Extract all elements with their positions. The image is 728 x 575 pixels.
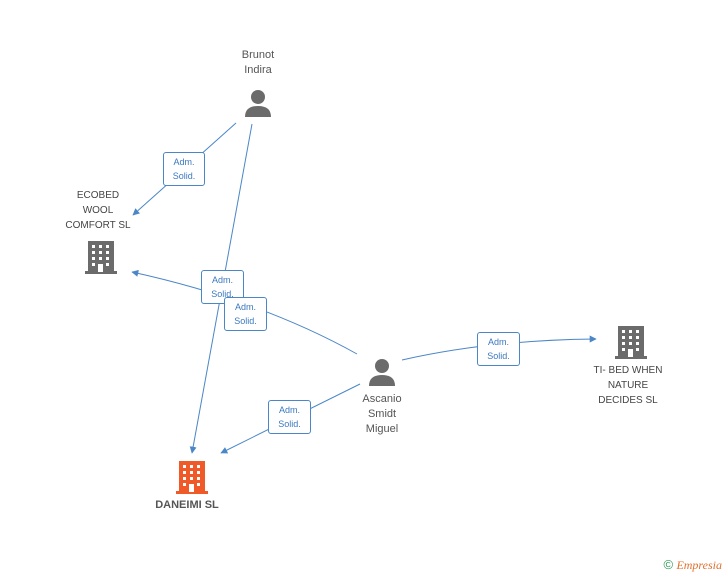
company-name-line: ECOBED [76,190,120,201]
edge-role: Solid. [172,171,196,181]
company-name-line: DANEIMI SL [155,499,219,511]
company-name-line: TI- BED WHEN [593,365,663,376]
person-label-brunot[interactable]: Brunot Indira [218,48,298,78]
company-name-line: NATURE [607,380,649,391]
edge-label-ascanio-ecobed[interactable]: Adm. Solid. [224,297,267,331]
edge-role: Solid. [487,351,510,361]
person-name-line: Smidt [367,408,397,420]
brand-logo: Empresia [676,558,722,572]
edge-role: Adm. [278,405,300,415]
person-icon-ascanio[interactable] [369,359,395,386]
person-label-ascanio[interactable]: Ascanio Smidt Miguel [342,392,422,437]
edge-role: Adm. [211,275,233,285]
company-label-daneimi[interactable]: DANEIMI SL [137,498,237,513]
edge-role: Adm. [173,157,195,167]
person-name-line: Indira [244,64,272,76]
edge-label-brunot-ecobed[interactable]: Adm. Solid. [163,152,205,186]
edge-role: Solid. [278,419,301,429]
person-name-line: Ascanio [362,393,402,405]
edge-role: Adm. [487,337,509,347]
person-name-line: Miguel [365,423,399,435]
company-name-line: COMFORT SL [65,220,131,231]
edge-role: Adm. [234,302,256,312]
brand-watermark: © Empresia [664,557,723,573]
person-icon-brunot[interactable] [245,90,271,117]
company-name-line: WOOL [82,205,114,216]
building-icon-daneimi[interactable] [176,461,208,494]
person-name-line: Brunot [241,49,275,61]
company-label-ecobed[interactable]: ECOBED WOOL COMFORT SL [53,188,143,233]
edge-label-ascanio-tibed[interactable]: Adm. Solid. [477,332,520,366]
edge-role: Solid. [234,316,257,326]
building-icon-ecobed[interactable] [85,241,117,274]
edge-label-ascanio-daneimi[interactable]: Adm. Solid. [268,400,311,434]
company-label-tibed[interactable]: TI- BED WHEN NATURE DECIDES SL [578,363,678,408]
copyright-icon: © [663,557,674,572]
building-icon-tibed[interactable] [615,326,647,359]
company-name-line: DECIDES SL [598,395,658,406]
edge-role: Solid. [211,289,234,299]
